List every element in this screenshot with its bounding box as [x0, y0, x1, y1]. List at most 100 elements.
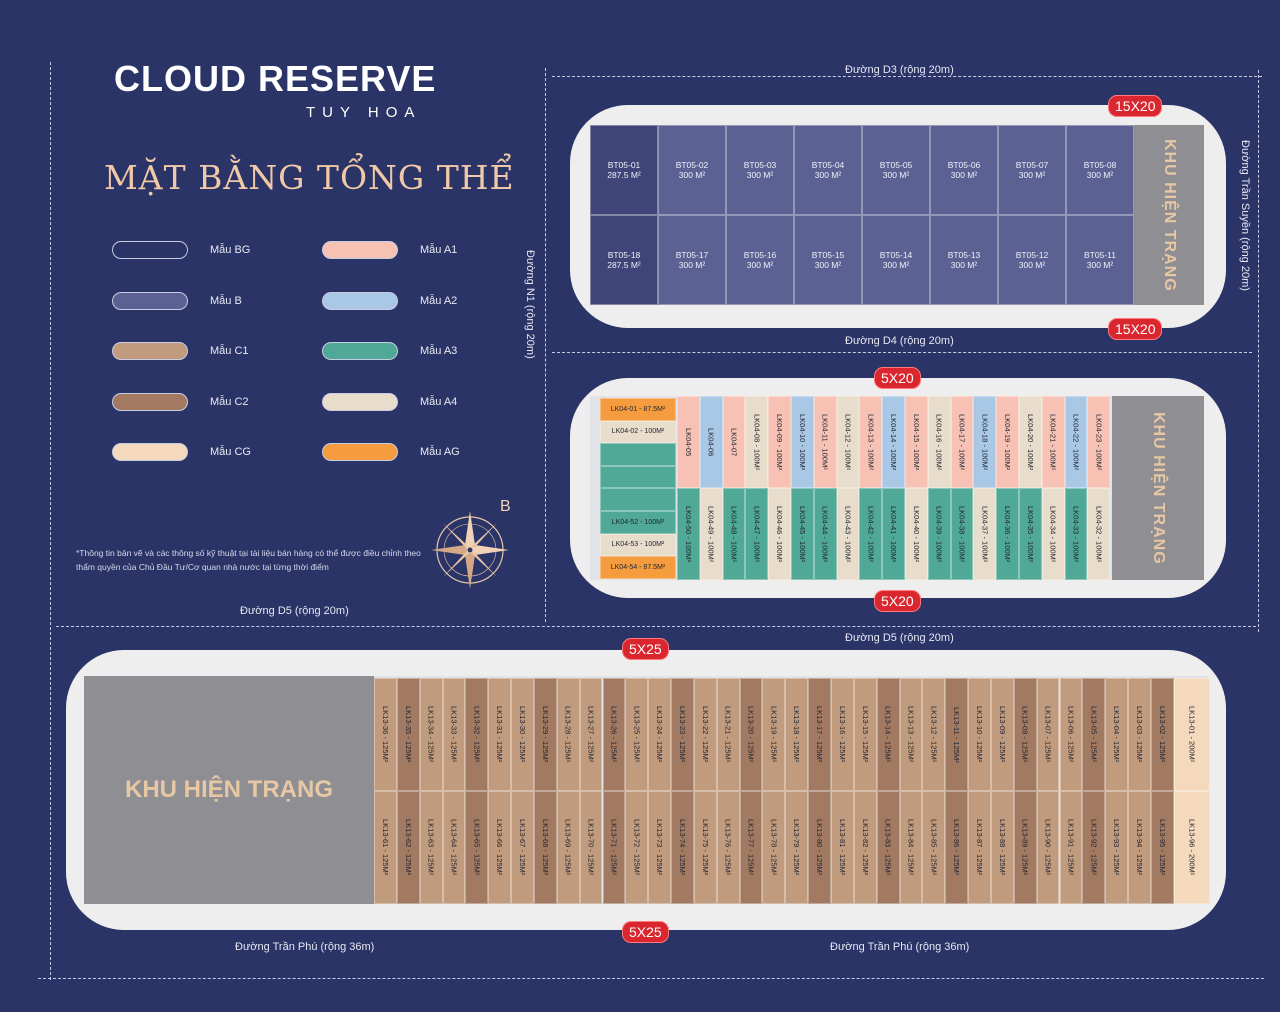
lot-label: LK13-19 - 125M²: [769, 706, 779, 763]
lot-lk13: LK13-33 - 125M²: [442, 678, 466, 791]
lot-lk13: LK13-08 - 125M²: [1013, 678, 1037, 791]
lot-lk13: LK13-82 - 125M²: [853, 791, 877, 904]
lot-lk13: LK13-36 - 125M²: [374, 678, 397, 791]
lot-label: BT05-17 300 M²: [675, 250, 709, 270]
lot-lk13: LK13-91 - 125M²: [1059, 791, 1083, 904]
lot-label: LK04-02 - 100M²: [611, 428, 665, 436]
lot-lk13: LK13-77 - 125M²: [739, 791, 763, 904]
lot-lk13: LK13-25 - 125M²: [625, 678, 649, 791]
lot-label: LK04-05: [683, 427, 693, 457]
lot-label: BT05-02 300 M²: [675, 160, 709, 180]
legend-label: Mẫu A1: [420, 244, 458, 256]
map-border-bottom: [38, 978, 1264, 979]
lot-lk04: LK04-54 - 87.5M²: [600, 556, 676, 579]
lot-lk13: LK13-93 - 125M²: [1105, 791, 1129, 904]
lot-lk04: LK04-37 - 100M²: [973, 488, 997, 580]
lot-lk13: LK13-75 - 125M²: [693, 791, 717, 904]
lot-lk13: LK13-81 - 125M²: [831, 791, 854, 904]
lot-label: LK13-88 - 125M²: [997, 819, 1007, 876]
lot-label: LK13-13 - 125M²: [906, 706, 916, 763]
lot-lk13: LK13-67 - 125M²: [511, 791, 534, 904]
lot-label: LK13-07 - 125M²: [1043, 706, 1053, 763]
lot-label: LK13-90 - 125M²: [1043, 819, 1053, 876]
lot-label: LK13-32 - 125M²: [472, 706, 482, 763]
legend-swatch: [112, 291, 188, 310]
lot-label: LK04-54 - 87.5M²: [610, 563, 666, 571]
zone-lk04-existing: KHU HIỆN TRẠNG: [1112, 396, 1204, 580]
lot-label: LK04-33 - 100M²: [1071, 505, 1081, 563]
lot-lk13: LK13-21 - 125M²: [716, 678, 740, 791]
lot-lk13: LK13-96 - 200M²: [1173, 791, 1210, 904]
lot-lk04: LK04-17 - 100M²: [950, 396, 974, 488]
lot-bt05: BT05-13 300 M²: [930, 215, 998, 305]
road-label-tran-suyen: Đường Trần Suyền (rộng 20m): [1239, 140, 1251, 291]
lot-label: BT05-15 300 M²: [811, 250, 845, 270]
lot-lk13: LK13-30 - 125M²: [511, 678, 534, 791]
lot-label: LK04-23 - 100M²: [1094, 413, 1104, 471]
legend-item: Mẫu B: [112, 291, 242, 310]
lot-label: LK04-18 - 100M²: [980, 413, 990, 471]
lot-lk13: LK13-89 - 125M²: [1013, 791, 1037, 904]
lot-lk13: LK13-90 - 125M²: [1036, 791, 1060, 904]
lot-lk13: LK13-74 - 125M²: [671, 791, 694, 904]
lot-label: LK13-21 - 125M²: [723, 706, 733, 763]
lot-lk04: LK04-40 - 100M²: [905, 488, 928, 580]
legend-swatch: [112, 443, 188, 461]
lot-lk13: LK13-70 - 125M²: [579, 791, 603, 904]
lot-label: LK13-73 - 125M²: [655, 819, 665, 876]
zone-bt05-existing: KHU HIỆN TRẠNG: [1134, 125, 1204, 305]
lot-label: LK04-40 - 100M²: [911, 505, 921, 563]
lot-lk04: LK04-50 - 100M²: [677, 488, 700, 580]
lot-label: LK04-17 - 100M²: [957, 413, 967, 471]
badge-lk04-bottom: 5X20: [874, 590, 921, 612]
lot-lk13: LK13-15 - 125M²: [853, 678, 877, 791]
lot-bt05: BT05-16 300 M²: [726, 215, 794, 305]
lot-lk04: LK04-45 - 100M²: [791, 488, 814, 580]
lot-lk13: LK13-78 - 125M²: [762, 791, 786, 904]
lot-label: LK13-01 - 200M²: [1187, 706, 1197, 763]
lot-label: LK04-49 - 100M²: [706, 505, 716, 563]
road-line-n1: [545, 68, 546, 622]
lot-bt05: BT05-12 300 M²: [998, 215, 1066, 305]
lot-lk04: LK04-52 - 100M²: [600, 511, 676, 534]
lot-lk13: LK13-32 - 125M²: [465, 678, 489, 791]
lot-lk13: LK13-34 - 125M²: [419, 678, 443, 791]
legend-swatch: [322, 291, 398, 310]
lot-label: LK13-34 - 125M²: [426, 706, 436, 763]
badge-lk04-top: 5X20: [874, 367, 921, 389]
lot-bt05: BT05-15 300 M²: [794, 215, 862, 305]
lot-label: LK13-87 - 125M²: [975, 819, 985, 876]
legend-label: Mẫu C1: [210, 345, 249, 357]
lot-lk13: LK13-07 - 125M²: [1036, 678, 1060, 791]
lot-label: LK13-70 - 125M²: [586, 819, 596, 876]
legend-label: Mẫu BG: [210, 244, 251, 256]
legend-item: Mẫu CG: [112, 443, 251, 461]
lot-label: LK13-75 - 125M²: [700, 819, 710, 876]
lot-label: LK04-44 - 100M²: [820, 505, 830, 563]
lot-lk04: LK04-06: [699, 396, 723, 488]
lot-label: LK04-06: [706, 427, 716, 457]
lot-label: LK13-83 - 125M²: [883, 819, 893, 876]
legend-item: Mẫu AG: [322, 443, 460, 461]
lot-label: LK13-28 - 125M²: [563, 706, 573, 763]
legend-label: Mẫu B: [210, 294, 242, 307]
lot-label: LK13-92 - 125M²: [1089, 819, 1099, 876]
lot-label: LK13-78 - 125M²: [769, 819, 779, 876]
lot-lk04: [600, 443, 676, 466]
lot-lk13: LK13-27 - 125M²: [579, 678, 603, 791]
lot-label: LK13-61 - 125M²: [380, 819, 390, 876]
lot-lk04: LK04-15 - 100M²: [905, 396, 928, 488]
lot-bt05: BT05-18 287.5 M²: [590, 215, 658, 305]
lot-lk13: LK13-88 - 125M²: [990, 791, 1014, 904]
legend-item: Mẫu BG: [112, 241, 250, 259]
lot-label: BT05-08 300 M²: [1083, 160, 1117, 180]
lot-lk04: LK04-09 - 100M²: [768, 396, 791, 488]
lot-lk13: LK13-09 - 125M²: [990, 678, 1014, 791]
lot-label: LK13-85 - 125M²: [929, 819, 939, 876]
lot-label: LK13-96 - 200M²: [1187, 819, 1197, 876]
lot-lk04: LK04-19 - 100M²: [996, 396, 1019, 488]
legend-label: Mẫu A4: [420, 395, 458, 408]
lot-lk04: [600, 465, 676, 489]
lot-label: BT05-04 300 M²: [811, 160, 845, 180]
lot-label: LK13-33 - 125M²: [449, 706, 459, 763]
